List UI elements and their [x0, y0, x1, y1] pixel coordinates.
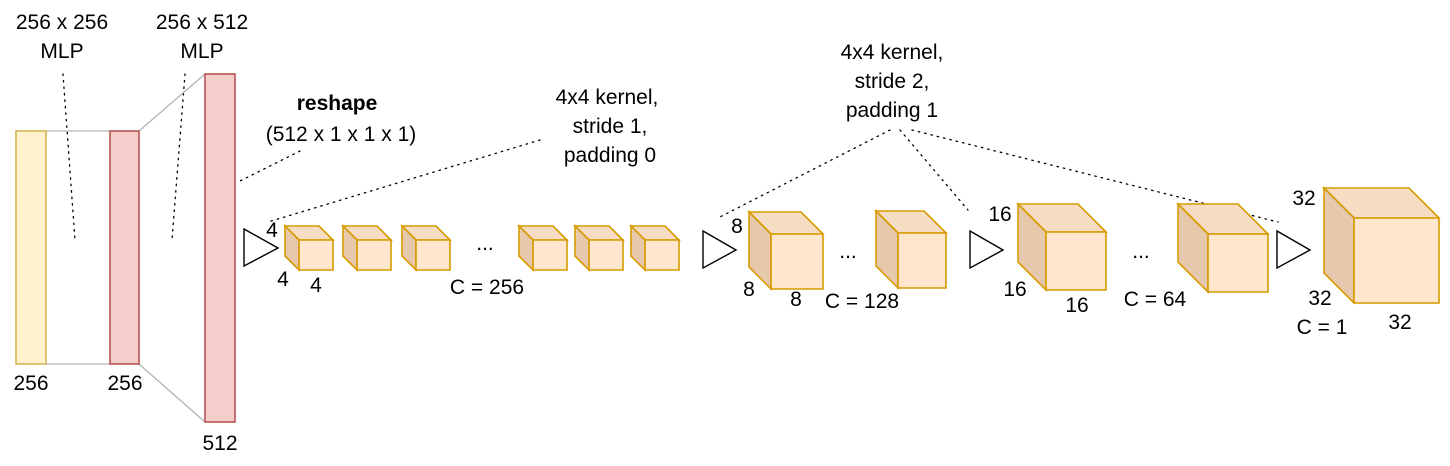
hidden-vector [109, 130, 140, 365]
stage1-cube-5 [573, 224, 625, 272]
feature-map-cubes [283, 186, 1441, 305]
stage3-channels: C = 64 [1124, 288, 1187, 311]
stage1-cube-6 [629, 224, 681, 272]
stage2-channels: C = 128 [825, 290, 899, 313]
mlp1-subtitle: MLP [40, 40, 83, 63]
stage1-depth-label: 4 [277, 268, 289, 291]
mlp1-guide [62, 73, 76, 241]
stage4-cube-1 [1322, 186, 1441, 305]
conv1-padding: padding 0 [564, 144, 656, 167]
conv2-guide-3 [911, 129, 1279, 223]
stage1-cube-1 [283, 224, 335, 272]
stage3-width-label: 16 [1065, 294, 1088, 317]
stage3-height-label: 16 [988, 203, 1011, 226]
stage4-cube-1-front [1353, 217, 1440, 304]
conv2-kernel: 4x4 kernel, [841, 41, 944, 64]
conv2-guide-2 [899, 129, 969, 211]
stage1-width-label: 4 [310, 274, 322, 297]
conv2-stride: stride 2, [855, 70, 930, 93]
reshape-dims: (512 x 1 x 1 x 1) [266, 123, 417, 146]
reshape-title: reshape [297, 92, 378, 115]
stage2-height-label: 8 [731, 215, 743, 238]
output-vector [204, 73, 236, 423]
mlp2-guide [171, 73, 186, 241]
stage4-height-label: 32 [1292, 187, 1315, 210]
stage2-cube-2-front [897, 232, 947, 289]
stage2-cube-1-front [770, 233, 824, 290]
stage1-cube-6-front [644, 239, 680, 271]
conv2-padding: padding 1 [846, 99, 938, 122]
stage1-cube-3 [400, 224, 452, 272]
input-vector [15, 130, 47, 365]
mlp2-subtitle: MLP [180, 40, 223, 63]
stage2-cube-2 [874, 209, 948, 290]
layer-arrow-3 [969, 229, 1005, 270]
stage1-cube-4 [517, 224, 569, 272]
connector-bottom-2 [138, 363, 206, 423]
stage4-depth-label: 32 [1308, 287, 1331, 310]
output-vector-label: 512 [202, 432, 237, 455]
stage1-cube-3-front [415, 239, 451, 271]
layer-arrow-2 [702, 229, 738, 270]
stage1-cube-5-front [588, 239, 624, 271]
conv1-stride: stride 1, [573, 115, 648, 138]
stage2-width-label: 8 [790, 288, 802, 311]
layer-arrow-4 [1276, 229, 1312, 270]
mlp2-title: 256 x 512 [156, 11, 248, 34]
layer-arrow-1 [243, 227, 280, 268]
stage3-ellipsis: ... [1132, 240, 1150, 263]
conv2-guide-1 [717, 129, 891, 219]
stage2-ellipsis: ... [839, 240, 857, 263]
stage3-cube-1 [1016, 202, 1108, 292]
conv1-guide [267, 139, 541, 223]
stage1-ellipsis: ... [476, 232, 494, 255]
stage1-cube-2-front [356, 239, 392, 271]
stage2-depth-label: 8 [743, 278, 755, 301]
conv1-kernel: 4x4 kernel, [556, 86, 659, 109]
stage1-cube-2 [341, 224, 393, 272]
stage1-channels: C = 256 [450, 276, 524, 299]
hidden-vector-label: 256 [107, 372, 142, 395]
stage3-cube-2 [1176, 202, 1270, 294]
mlp1-title: 256 x 256 [16, 11, 108, 34]
connector-top-2 [138, 73, 206, 132]
stage1-cube-4-front [532, 239, 568, 271]
stage4-channels: C = 1 [1297, 316, 1348, 339]
stage1-height-label: 4 [266, 219, 278, 242]
reshape-guide [237, 150, 301, 183]
stage2-cube-1 [747, 210, 825, 291]
stage3-cube-1-front [1045, 231, 1107, 291]
stage3-depth-label: 16 [1003, 278, 1026, 301]
input-vector-label: 256 [13, 372, 48, 395]
stage4-width-label: 32 [1388, 311, 1411, 334]
stage3-cube-2-front [1207, 233, 1269, 293]
stage1-cube-1-front [298, 239, 334, 271]
